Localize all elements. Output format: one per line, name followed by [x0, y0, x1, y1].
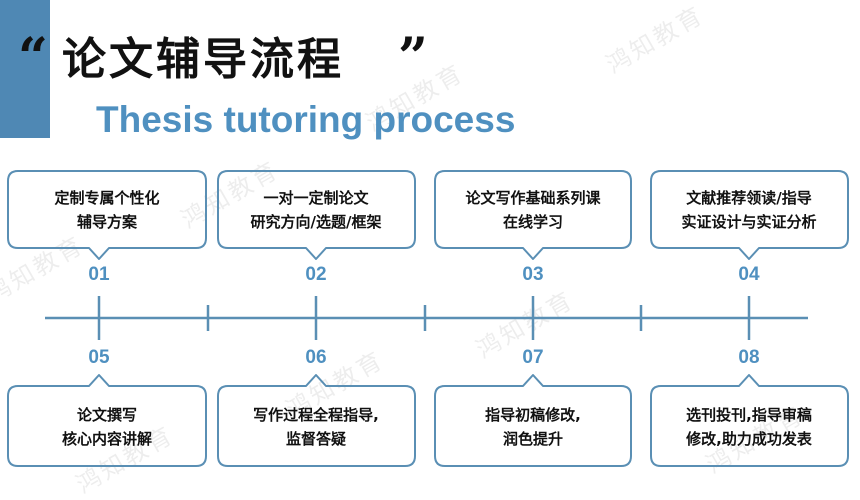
- process-timeline-diagram: [7, 170, 849, 467]
- step-06-line-2: 监督答疑: [285, 430, 346, 448]
- step-02-line-1: 一对一定制论文: [263, 189, 369, 207]
- step-06-box: [217, 374, 416, 467]
- step-08-line-1: 选刊投刊,指导审稿: [686, 406, 812, 424]
- step-03-box: [434, 170, 632, 260]
- title-open-quote: “: [18, 27, 48, 88]
- step-05-line-2: 核心内容讲解: [61, 430, 152, 448]
- step-01-line-2: 辅导方案: [76, 213, 137, 231]
- step-03-number: 03: [522, 264, 544, 285]
- step-07-box: [434, 374, 632, 467]
- step-04-box: [650, 170, 849, 260]
- step-03-line-2: 在线学习: [502, 213, 563, 231]
- step-03-line-1: 论文写作基础系列课: [465, 189, 601, 207]
- step-06-text: 写作过程全程指导, 监督答疑: [216, 403, 416, 451]
- step-01-text: 定制专属个性化 辅导方案: [7, 186, 207, 234]
- page-title: 论文辅导流程: [62, 34, 344, 85]
- step-07-line-1: 指导初稿修改,: [485, 406, 581, 424]
- step-02-line-2: 研究方向/选题/框架: [250, 213, 382, 231]
- page-subtitle: Thesis tutoring process: [96, 99, 516, 140]
- step-07-line-2: 润色提升: [502, 430, 563, 448]
- step-07-text: 指导初稿修改, 润色提升: [433, 403, 633, 451]
- step-05-number: 05: [88, 347, 110, 368]
- step-06-line-1: 写作过程全程指导,: [253, 406, 379, 424]
- step-04-line-1: 文献推荐领读/指导: [686, 189, 812, 207]
- step-08-line-2: 修改,助力成功发表: [686, 430, 812, 448]
- step-04-line-2: 实证设计与实证分析: [681, 213, 817, 231]
- step-08-text: 选刊投刊,指导审稿 修改,助力成功发表: [649, 403, 849, 451]
- step-08-number: 08: [738, 347, 760, 368]
- step-05-text: 论文撰写 核心内容讲解: [7, 403, 207, 451]
- step-01-box: [7, 170, 207, 260]
- step-01-number: 01: [88, 264, 110, 285]
- step-02-box: [217, 170, 416, 260]
- step-08-box: [650, 374, 849, 467]
- title-close-quote: ”: [398, 27, 428, 88]
- step-04-number: 04: [738, 264, 760, 285]
- step-06-number: 06: [305, 347, 327, 368]
- step-07-number: 07: [522, 347, 544, 368]
- step-04-text: 文献推荐领读/指导 实证设计与实证分析: [649, 186, 849, 234]
- step-05-box: [7, 374, 207, 467]
- step-03-text: 论文写作基础系列课 在线学习: [433, 186, 633, 234]
- step-01-line-1: 定制专属个性化: [54, 189, 160, 207]
- step-02-number: 02: [305, 264, 327, 285]
- step-02-text: 一对一定制论文 研究方向/选题/框架: [216, 186, 416, 234]
- title-accent-bar: [0, 0, 50, 138]
- step-05-line-1: 论文撰写: [76, 406, 137, 424]
